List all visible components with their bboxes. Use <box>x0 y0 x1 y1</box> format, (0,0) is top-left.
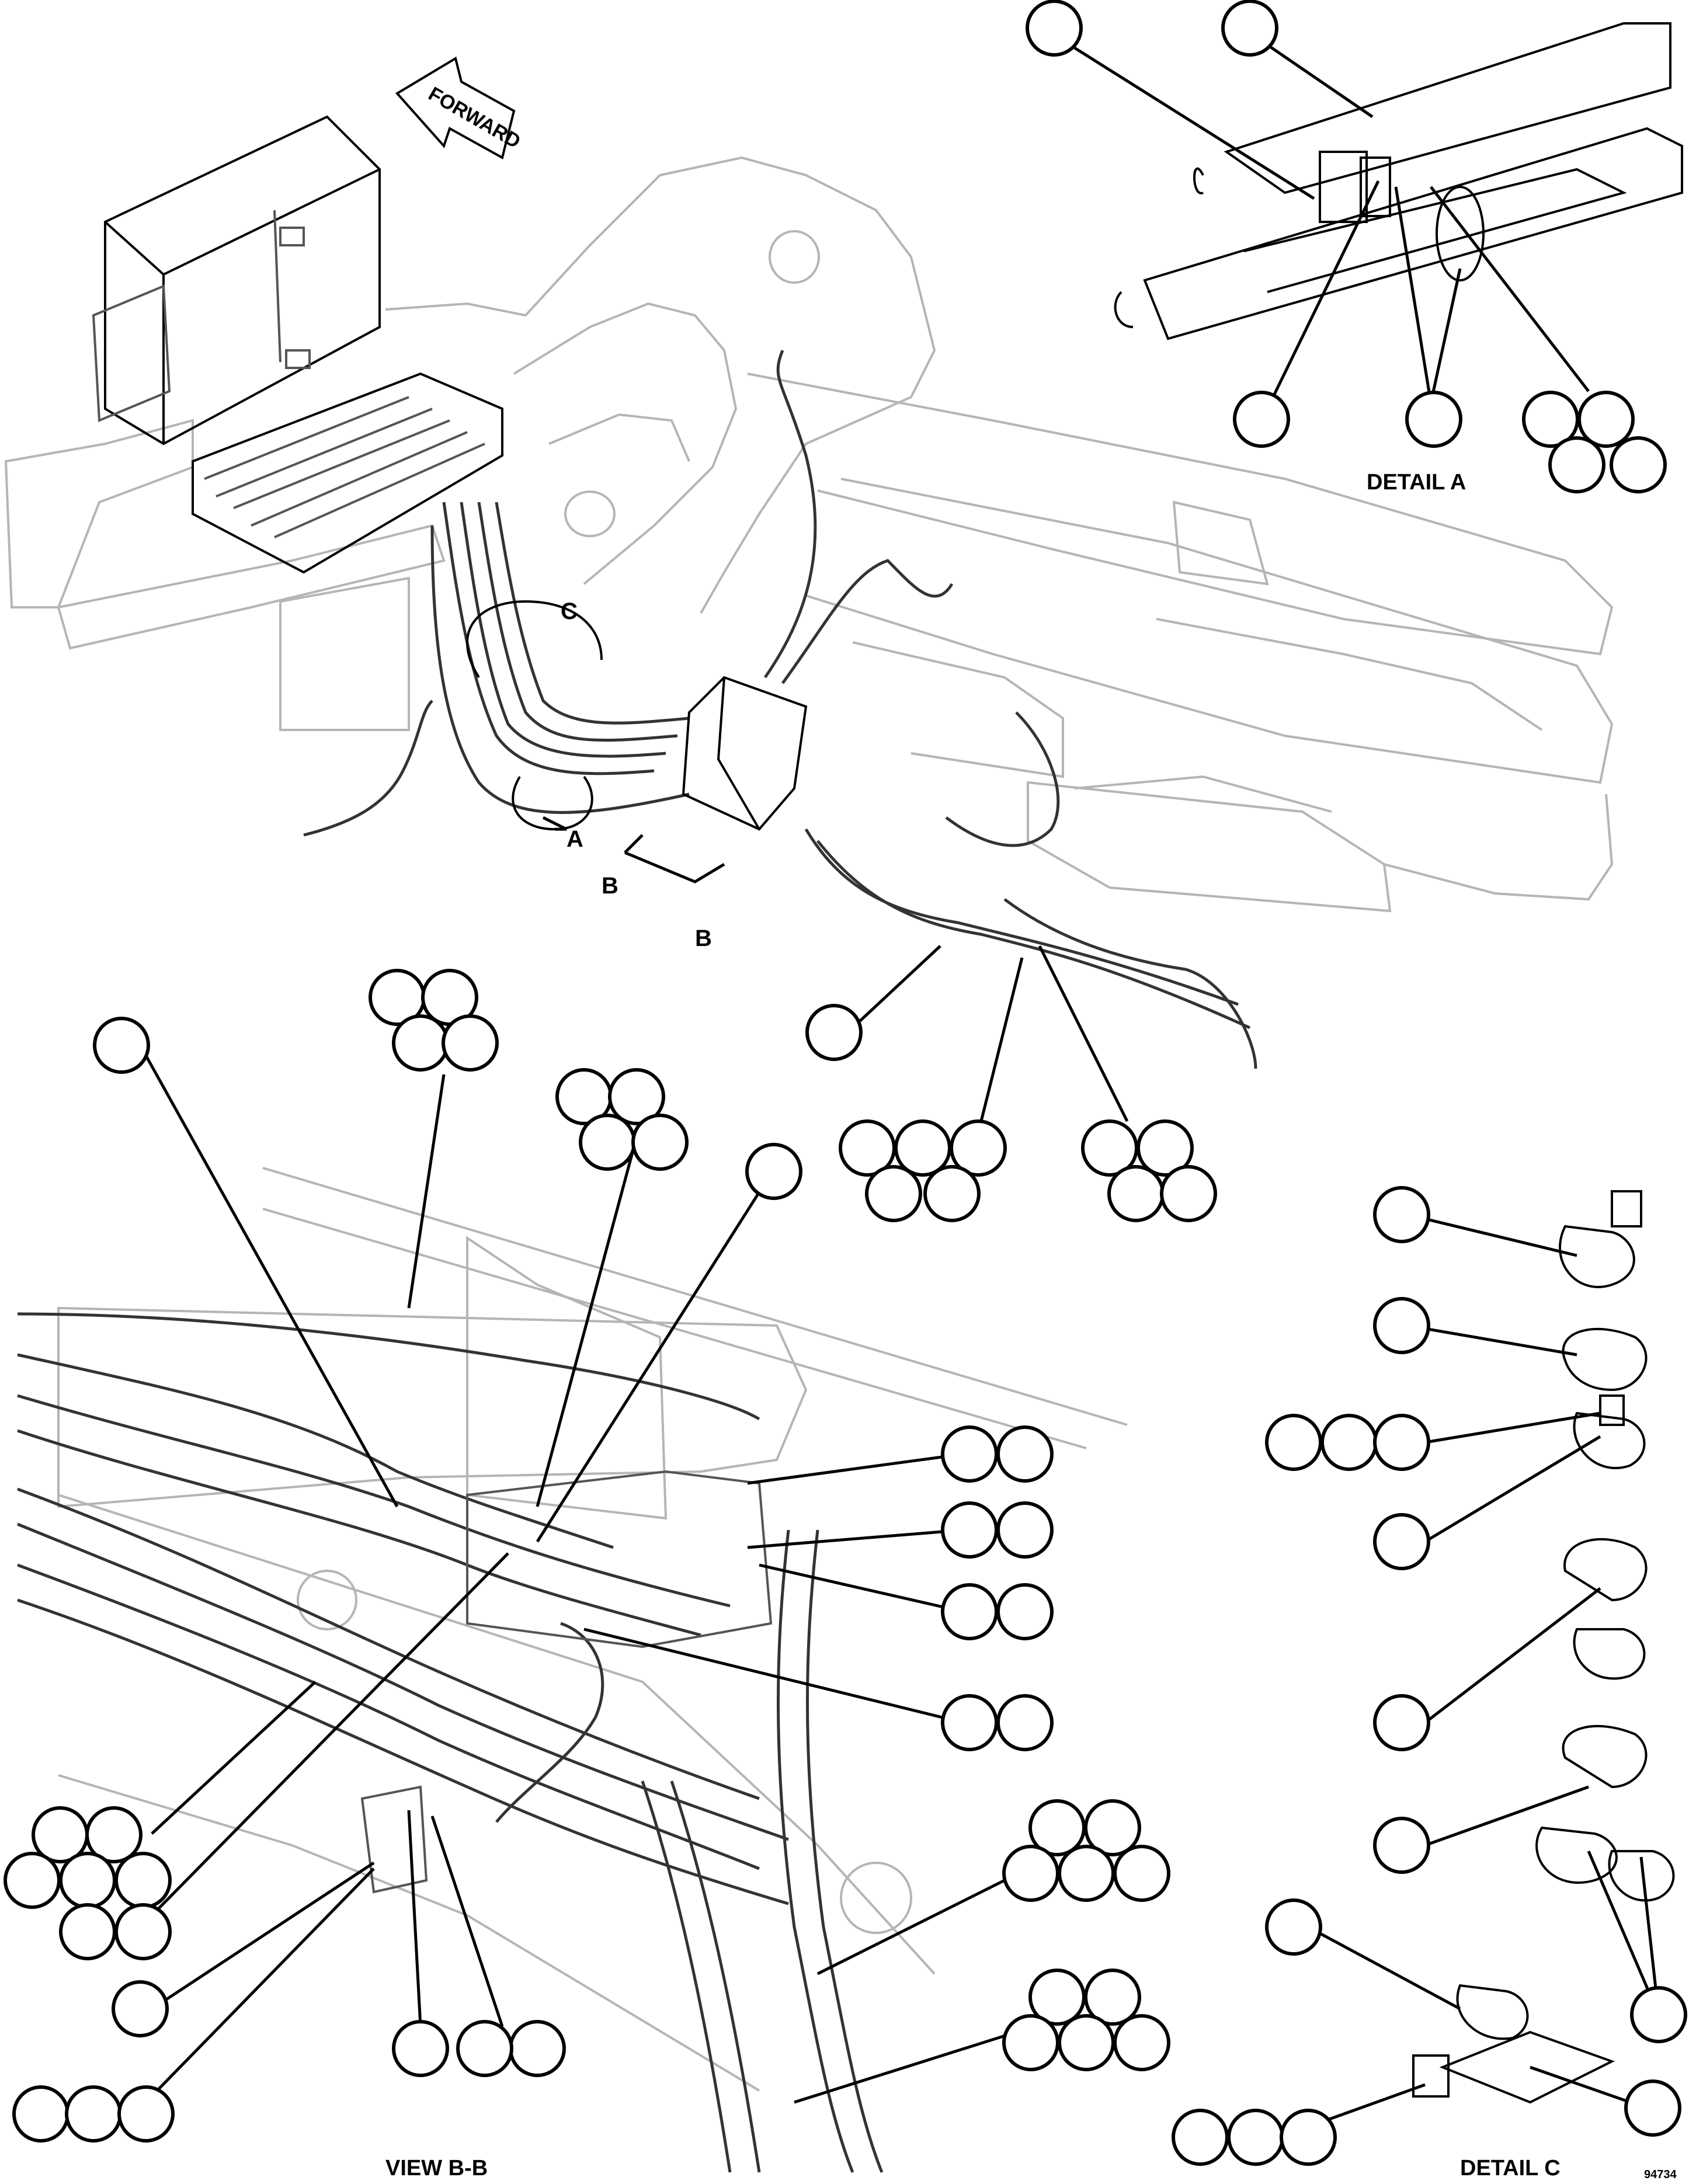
callout-balloon <box>114 1903 172 1960</box>
callout-balloon <box>1107 1165 1165 1222</box>
callout-balloon <box>1280 2109 1337 2166</box>
callout-balloon <box>941 1425 998 1483</box>
callout-balloon <box>1373 1694 1430 1751</box>
callout-balloon <box>1373 1817 1430 1874</box>
callout-balloon <box>996 1694 1054 1751</box>
callout-balloon <box>1113 2014 1170 2071</box>
callout-balloon <box>12 2085 69 2143</box>
callout-balloon <box>1265 1898 1322 1956</box>
callout-balloon <box>1084 1799 1141 1856</box>
marker-a-label: A <box>567 826 583 852</box>
callout-balloon <box>1227 2109 1284 2166</box>
callout-balloon <box>442 1014 499 1072</box>
callout-balloon <box>392 2020 449 2077</box>
callout-balloon <box>631 1114 689 1171</box>
callout-balloon <box>865 1165 922 1222</box>
callout-balloon <box>1160 1165 1217 1222</box>
view-bb-drawing <box>17 1167 1128 2173</box>
callout-balloon <box>1002 1845 1059 1902</box>
wire-harness <box>303 350 1257 1069</box>
callout-balloon <box>1373 1297 1430 1354</box>
callout-balloon <box>1113 1845 1170 1902</box>
callout-balloon <box>1610 436 1667 493</box>
marker-b1-label: B <box>602 873 618 899</box>
callout-balloon <box>996 1425 1054 1483</box>
callout-balloon <box>392 1014 449 1072</box>
callout-balloon <box>1172 2109 1229 2166</box>
callout-balloon <box>941 1583 998 1640</box>
callout-balloon <box>1137 1119 1194 1177</box>
detail-c-drawing <box>1412 1190 1675 2104</box>
callout-leaders <box>133 39 1660 2139</box>
callout-balloon <box>1002 2014 1059 2071</box>
callout-balloon <box>1405 391 1462 448</box>
callout-balloon <box>1058 1845 1115 1902</box>
callout-balloon <box>1373 1513 1430 1570</box>
callout-balloon <box>1058 2014 1115 2071</box>
callout-balloon <box>1548 436 1605 493</box>
callout-balloon <box>509 2020 566 2077</box>
callout-balloon <box>1624 2079 1681 2137</box>
callout-balloon <box>950 1119 1007 1177</box>
figure-id: 94734 <box>1644 2168 1677 2181</box>
callout-balloon <box>1084 1969 1141 2026</box>
marker-c-label: C <box>561 599 578 624</box>
callout-balloon <box>65 2085 122 2143</box>
callout-balloon <box>1026 0 1083 57</box>
callout-balloon <box>1373 1186 1430 1243</box>
callout-balloon <box>941 1694 998 1751</box>
callout-balloon <box>579 1114 636 1171</box>
callout-balloon <box>608 1068 665 1125</box>
callout-balloon <box>85 1806 143 1863</box>
callout-balloon <box>996 1583 1054 1640</box>
detail-c-title: DETAIL C <box>1460 2156 1561 2180</box>
callout-balloon <box>1265 1414 1322 1471</box>
callout-balloon <box>1577 391 1635 448</box>
view-bb-title: VIEW B-B <box>385 2156 488 2180</box>
callout-balloon <box>456 2020 513 2077</box>
marker-b2-label: B <box>695 926 712 951</box>
view-markers: A C B B <box>466 599 725 951</box>
callout-balloon <box>1373 1414 1430 1471</box>
detail-a-drawing <box>1114 22 1683 340</box>
callout-balloons <box>4 0 1687 2166</box>
callout-balloon <box>996 1501 1054 1559</box>
callout-balloon <box>112 1980 169 2037</box>
callout-balloon <box>117 2085 175 2143</box>
callout-balloon <box>93 1017 150 1074</box>
callout-balloon <box>941 1501 998 1559</box>
callout-balloon <box>894 1119 951 1177</box>
detail-a-title: DETAIL A <box>1367 470 1466 495</box>
frame-structure <box>4 156 1614 913</box>
callout-balloon <box>1630 1986 1687 2043</box>
callout-balloon <box>745 1143 802 1200</box>
callout-balloon <box>805 1004 863 1061</box>
callout-balloon <box>1320 1414 1378 1471</box>
callout-balloon <box>4 1852 61 1909</box>
callout-balloon <box>114 1852 172 1909</box>
callout-balloon <box>59 1903 116 1960</box>
callout-balloon <box>59 1852 116 1909</box>
callout-balloon <box>1221 0 1278 57</box>
control-unit-box <box>92 115 503 574</box>
callout-balloon <box>923 1165 981 1222</box>
callout-balloon <box>1233 391 1290 448</box>
forward-arrow: FORWARD <box>395 56 524 160</box>
